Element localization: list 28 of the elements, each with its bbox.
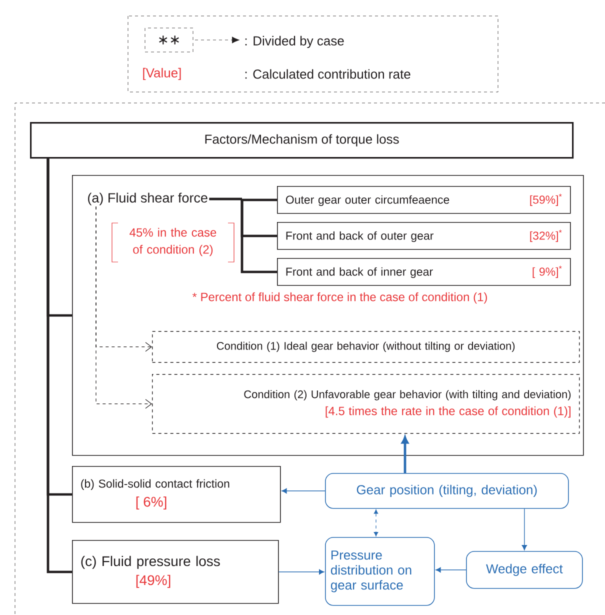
note-text: 45% in the case of condition (2) xyxy=(130,228,216,256)
factor-box: (c) Fluid pressure loss [49%] xyxy=(72,540,279,604)
part-box: Front and back of outer gear [32%]$^{*}$ xyxy=(277,222,571,250)
mechanism-box: Pressure distribution on gear surface xyxy=(325,537,435,606)
group-box xyxy=(72,175,584,456)
connector xyxy=(282,488,326,494)
part-box: Front and back of inner gear [ 9%]$^{*}$ xyxy=(277,258,571,286)
factor-box: (b) Solid-solid contact friction [ 6%] xyxy=(72,466,281,523)
legend-text: : Divided by case xyxy=(245,36,344,48)
connector xyxy=(278,569,324,575)
connector xyxy=(209,198,277,274)
mechanism-box: Wedge effect xyxy=(466,551,583,589)
connector xyxy=(522,508,528,550)
footnote: * Percent of fluid shear force in the case of condition (1) xyxy=(192,292,487,304)
factor-label: (a) Fluid shear force xyxy=(88,192,208,206)
legend-sample: [Value] xyxy=(143,68,181,80)
connector xyxy=(46,158,72,574)
connector xyxy=(401,436,409,473)
connector xyxy=(374,509,378,536)
condition-box: Condition (1) Ideal gear behavior (without tilting or deviation) xyxy=(152,331,580,363)
legend-text: : Calculated contribution rate xyxy=(245,69,410,79)
title-box: Factors/Mechanism of torque loss xyxy=(30,122,574,159)
part-box: Outer gear outer circumfeaence [59%]$^{*}$ xyxy=(277,186,571,214)
connector xyxy=(96,206,152,409)
mechanism-box: Gear position (tilting, deviation) xyxy=(325,473,569,509)
connector xyxy=(436,567,466,573)
legend-sample: ∗∗ xyxy=(144,28,194,52)
condition-box: Condition (2) Unfavorable gear behavior (with tilting and deviation) [4.5 times the rate in the case of condition (1)] xyxy=(152,374,580,434)
